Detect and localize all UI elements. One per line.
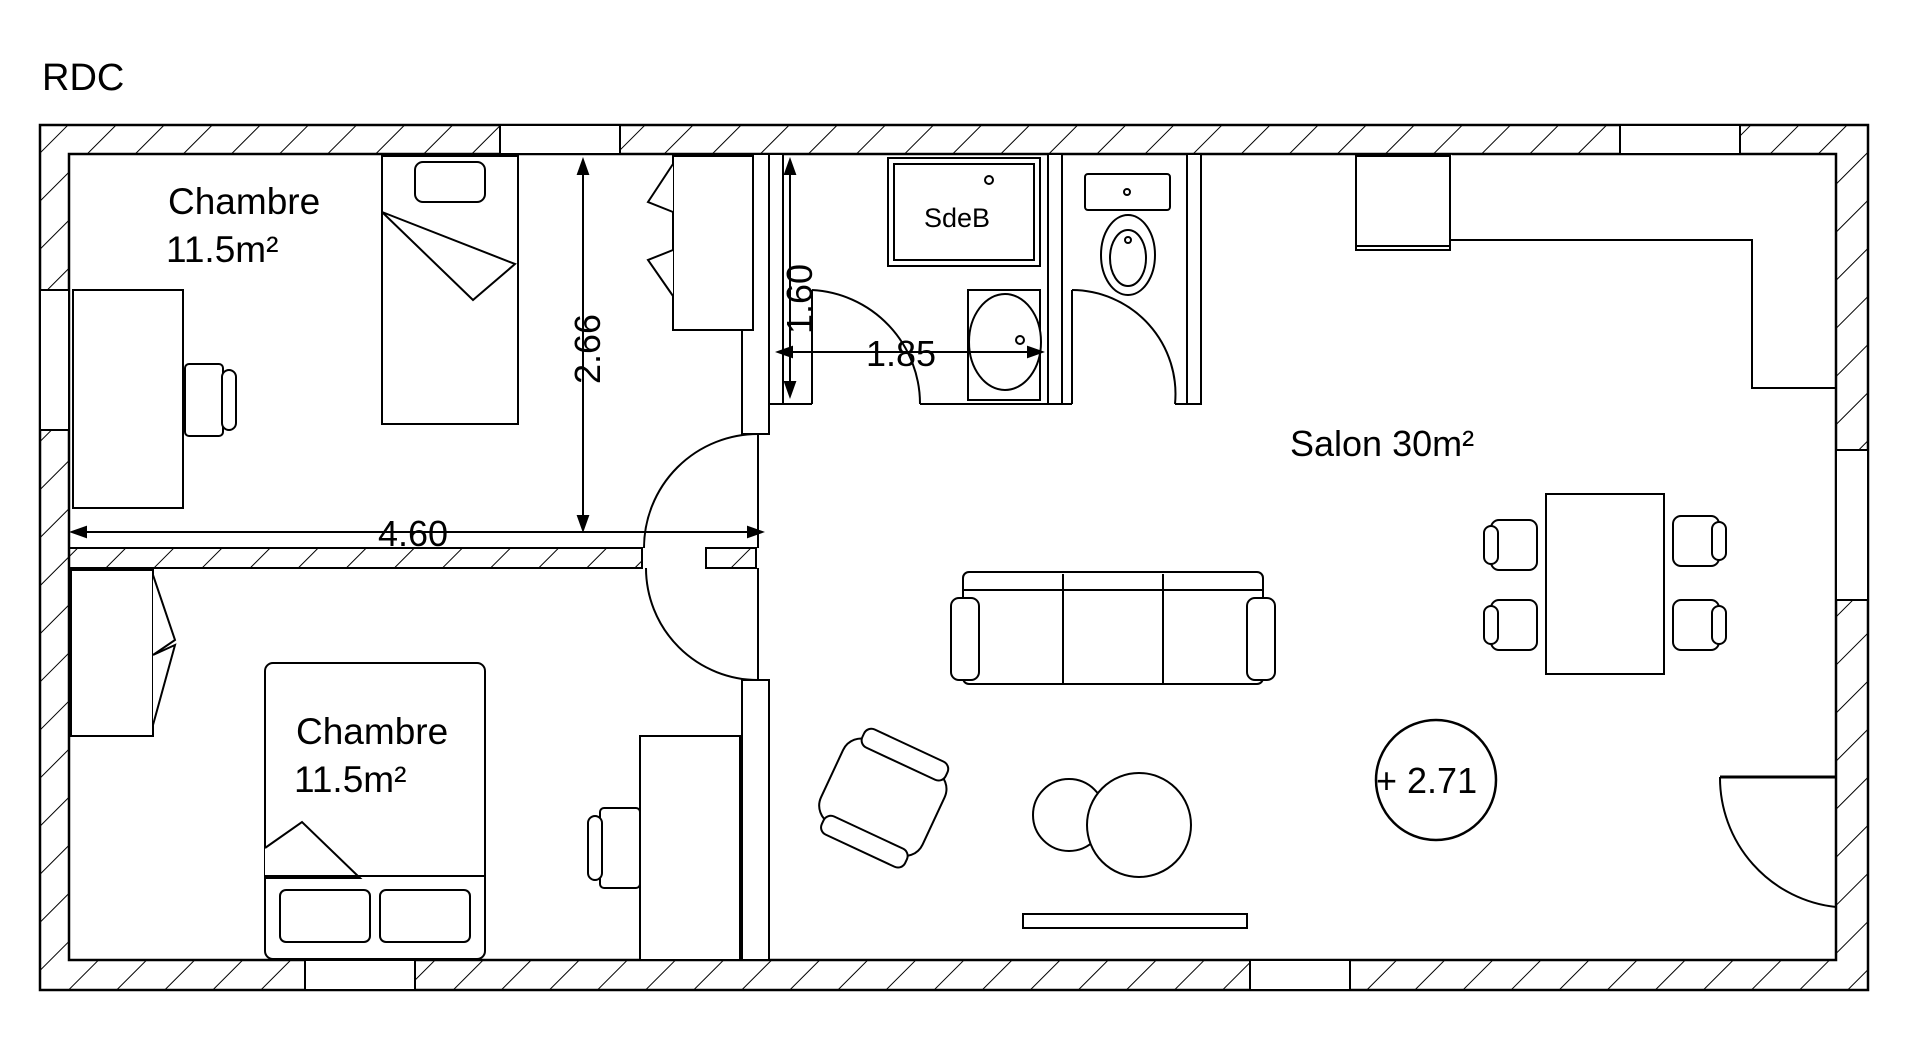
window-bottom-1	[304, 959, 416, 991]
dim-label-4-60: 4.60	[378, 513, 448, 554]
room-name-chambre-top: Chambre	[168, 181, 320, 222]
sofa	[950, 571, 1276, 685]
room-area-chambre-bottom: 11.5m²	[294, 759, 406, 800]
doors	[643, 289, 1837, 908]
dim-label-1-60: 1.60	[779, 264, 820, 334]
room-label-bathroom: SdeB	[924, 203, 990, 233]
dining-table	[1545, 493, 1665, 675]
level-marker-label: + 2.71	[1376, 760, 1477, 801]
desk-top	[72, 289, 184, 509]
room-name-chambre-bottom: Chambre	[296, 711, 448, 752]
door-bedroom-top	[643, 433, 759, 549]
desk-bottom	[639, 735, 741, 961]
bathroom-fixtures	[887, 157, 1171, 401]
toilet	[1084, 173, 1171, 296]
window-right	[1835, 449, 1869, 601]
wall-bedroom-salon-bottom	[741, 679, 770, 961]
labels: Chambre 11.5m² Chambre 11.5m² Salon 30m²…	[166, 181, 1477, 801]
wall-wc-salon	[1186, 153, 1202, 405]
double-bed	[264, 662, 486, 960]
side-table-large	[1086, 772, 1192, 878]
salon-furniture	[818, 154, 1836, 929]
wall-bedrooms	[68, 547, 643, 569]
dimension-lines	[69, 157, 1045, 539]
single-bed-top	[381, 155, 519, 425]
door-entrance	[1718, 775, 1837, 908]
door-bedroom-bottom	[645, 567, 759, 681]
washbasin	[967, 289, 1042, 401]
window-top-1	[499, 124, 621, 155]
chair-bottom	[587, 807, 641, 889]
window-bottom-2	[1249, 959, 1351, 991]
dining-chair-4	[1672, 599, 1727, 651]
door-wc	[1071, 289, 1177, 405]
window-top-2	[1619, 124, 1741, 155]
dim-label-1-85: 1.85	[866, 333, 936, 374]
kitchen-counter	[1449, 154, 1836, 389]
wall-bath-left	[768, 153, 784, 405]
window-left	[39, 289, 70, 431]
bedroom-top-furniture	[72, 155, 754, 509]
tv-console	[1022, 913, 1248, 929]
chair-top	[184, 363, 237, 437]
wall-bath-wc	[1047, 153, 1063, 405]
wardrobe-top	[646, 155, 754, 331]
dining-chair-1	[1483, 519, 1538, 571]
armchair	[818, 727, 950, 869]
dining-chair-2	[1483, 599, 1538, 651]
wall-bedrooms-right	[705, 547, 757, 569]
door-bathroom	[811, 289, 922, 405]
dim-label-2-66: 2.66	[567, 314, 608, 384]
dining-chair-3	[1672, 515, 1727, 567]
level-marker-circle	[1374, 718, 1498, 842]
level-title: RDC	[42, 57, 124, 99]
room-area-chambre-top: 11.5m²	[166, 229, 278, 270]
windows	[39, 124, 1869, 991]
cabinet	[1355, 155, 1451, 251]
room-label-salon: Salon 30m²	[1290, 423, 1474, 464]
bedroom-bottom-furniture	[70, 569, 741, 961]
wardrobe-bottom	[70, 569, 177, 737]
